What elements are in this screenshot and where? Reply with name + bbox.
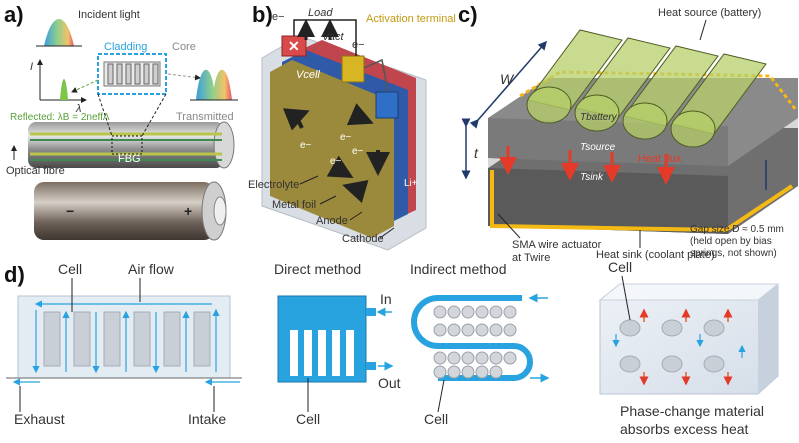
air-flow-label: Air flow	[128, 261, 175, 277]
gap-label-line3: springs, not shown)	[690, 248, 777, 259]
intake-label: Intake	[188, 411, 226, 427]
sma-wire	[490, 170, 794, 233]
panel-label-d: d)	[4, 262, 25, 287]
indirect-method-title: Indirect method	[410, 261, 507, 277]
fbg-label: FBG	[118, 153, 141, 165]
t-dimension-label: t	[474, 145, 479, 161]
right-electron-label: e−	[352, 39, 365, 51]
panel-label-c: c)	[458, 2, 478, 27]
v-cell-label: Vcell	[296, 69, 320, 81]
inner-electron-1: e−	[300, 140, 312, 151]
activation-terminal-label: Activation terminal	[366, 13, 456, 25]
indirect-cooling-tube	[411, 295, 533, 381]
heat-source-label: Heat source (battery)	[658, 7, 761, 19]
activation-terminal	[341, 55, 365, 83]
electrolyte-label: Electrolyte	[248, 179, 299, 191]
panel-c: Heat source (battery) W t Tbattery Tsour…	[461, 7, 798, 264]
top-electron-label: e−	[272, 11, 285, 23]
battery-plus: +	[184, 203, 192, 219]
core-label: Core	[172, 41, 196, 53]
t-battery-label: Tbattery	[580, 112, 618, 123]
reflected-label: Reflected: λB = 2neffΛ	[10, 112, 110, 123]
w-dimension-label: W	[500, 71, 515, 87]
lithium-ion-label: Li+	[404, 178, 418, 189]
optical-fibre-label: Optical fibre	[6, 165, 65, 177]
pcm-label-line1: Phase-change material	[620, 403, 764, 419]
gap-label-line1: Gap size D ≈ 0.5 mm	[690, 224, 784, 235]
battery-minus: −	[66, 203, 74, 219]
panel-b: ✕ e− Load Vact e− Vcell Activation termi…	[248, 7, 456, 251]
sma-label-line2: at Twire	[512, 252, 550, 264]
battery-cylinder	[34, 182, 214, 240]
in-label: In	[380, 291, 392, 307]
panel-a: Incident light Cladding Core I λ Reflect…	[6, 9, 238, 241]
load-label: Load	[308, 7, 333, 19]
lambda-axis-label: λ	[75, 103, 81, 115]
cladding-label: Cladding	[104, 41, 147, 53]
heat-sink-label: Heat sink (coolant plate)	[596, 249, 715, 261]
transmitted-spectrum	[196, 69, 232, 100]
panel-label-b: b)	[252, 2, 273, 27]
air-cell-label: Cell	[58, 261, 82, 277]
battery-cylinders	[526, 29, 767, 148]
gap-label-line2: (held open by bias	[690, 236, 772, 247]
inner-electron-3: e−	[352, 146, 364, 157]
v-act-label: Vact	[322, 31, 345, 43]
air-cell	[43, 311, 61, 367]
anode-label: Anode	[316, 215, 348, 227]
sma-label-line1: SMA wire actuator	[512, 239, 602, 251]
svg-text:✕: ✕	[288, 38, 300, 54]
indirect-cell-label: Cell	[424, 411, 448, 427]
heat-flux-label: Heat flux	[638, 153, 682, 165]
reflected-peak	[60, 79, 68, 100]
t-source-label: Tsource	[580, 142, 616, 153]
transmitted-label: Transmitted	[176, 111, 234, 123]
out-label: Out	[378, 375, 401, 391]
inner-electron-2: e−	[340, 132, 352, 143]
panel-label-a: a)	[4, 2, 24, 27]
positive-terminal	[375, 91, 399, 119]
intensity-axis-label: I	[30, 61, 33, 73]
pcm-cell-label: Cell	[608, 259, 632, 275]
t-sink-label: Tsink	[580, 172, 604, 183]
exhaust-label: Exhaust	[14, 411, 65, 427]
metal-foil-label: Metal foil	[272, 199, 316, 211]
incident-spectrum	[44, 19, 74, 46]
cathode-label: Cathode	[342, 233, 384, 245]
direct-cell-label: Cell	[296, 411, 320, 427]
inner-electron-4: e−	[330, 156, 342, 167]
pcm-label-line2: absorbs excess heat	[620, 421, 749, 437]
panel-d: Cell Air flow Exhaust Intake Direct meth…	[6, 259, 780, 437]
incident-light-label: Incident light	[78, 9, 140, 21]
direct-method-title: Direct method	[274, 261, 361, 277]
